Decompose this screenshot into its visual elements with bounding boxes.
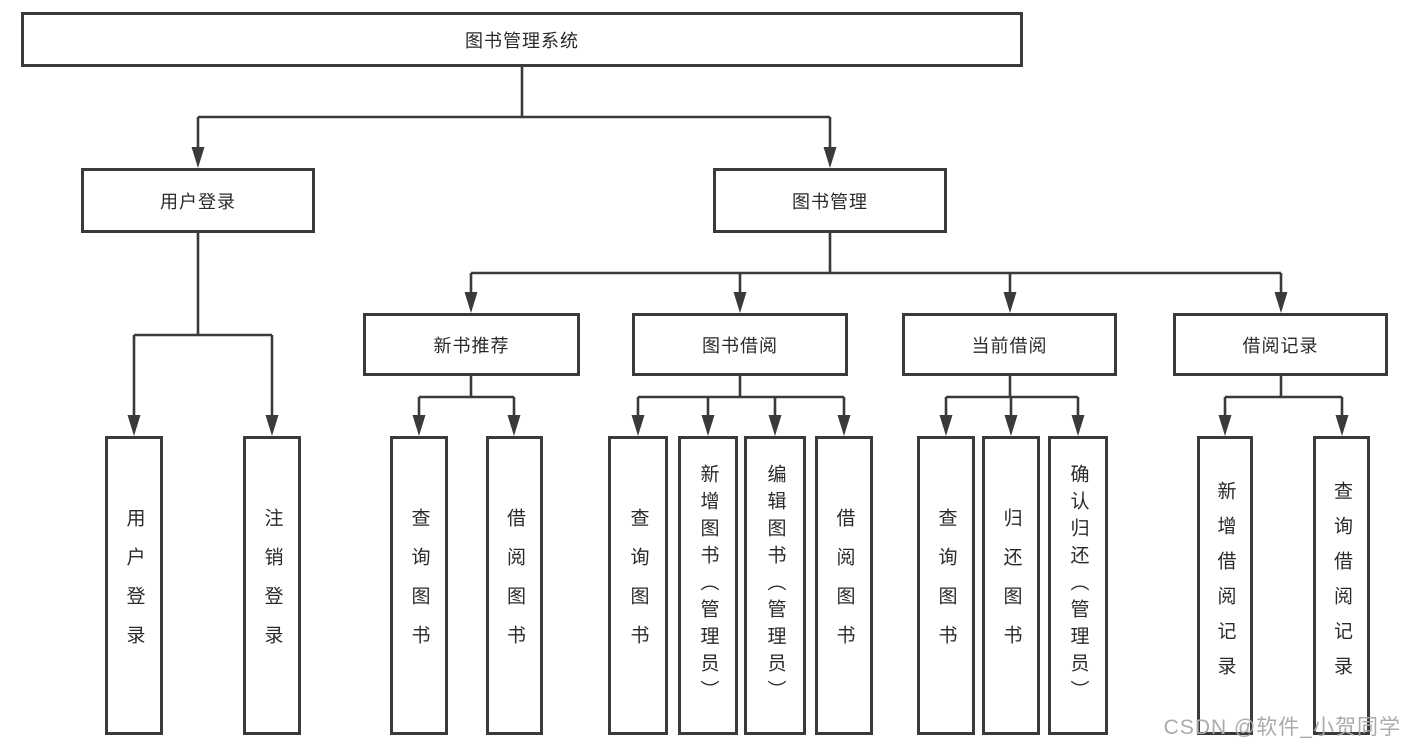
connector-root-to-level2 — [196, 67, 832, 150]
leaf-query-books-borrow: 查询图书 — [608, 436, 668, 735]
leaf-logout: 注销登录 — [243, 436, 301, 735]
connector-book-borrow-to-leaves — [636, 376, 846, 418]
leaf-user-login-label: 用户登录 — [123, 507, 145, 664]
leaf-query-books-current: 查询图书 — [917, 436, 975, 735]
arrowheads — [127, 147, 1349, 436]
node-book-borrow: 图书借阅 — [632, 313, 848, 376]
leaf-borrow-books-label: 借阅图书 — [833, 507, 855, 664]
leaf-edit-books-admin-label: 编辑图书（管理员） — [764, 464, 786, 707]
connector-user-login-to-leaves — [132, 233, 274, 418]
leaf-query-books-recommend-label: 查询图书 — [408, 507, 430, 664]
connector-new-books-to-leaves — [417, 376, 516, 418]
connector-borrow-records-to-leaves — [1223, 376, 1344, 418]
leaf-confirm-return-admin: 确认归还（管理员） — [1048, 436, 1108, 735]
node-borrow-records: 借阅记录 — [1173, 313, 1388, 376]
leaf-user-login: 用户登录 — [105, 436, 163, 735]
leaf-add-borrow-record-label: 新增借阅记录 — [1214, 480, 1236, 691]
node-user-login-label: 用户登录 — [160, 191, 236, 212]
node-new-book-recommend-label: 新书推荐 — [433, 335, 510, 356]
node-user-login: 用户登录 — [81, 168, 315, 233]
connector-current-borrow-to-leaves — [944, 376, 1080, 418]
node-current-borrow: 当前借阅 — [902, 313, 1117, 376]
node-root-label: 图书管理系统 — [465, 30, 579, 51]
node-new-book-recommend: 新书推荐 — [363, 313, 580, 376]
leaf-edit-books-admin: 编辑图书（管理员） — [744, 436, 806, 735]
leaf-add-borrow-record: 新增借阅记录 — [1197, 436, 1253, 735]
leaf-query-books-borrow-label: 查询图书 — [627, 507, 649, 664]
node-book-management: 图书管理 — [713, 168, 947, 233]
node-root-system: 图书管理系统 — [21, 12, 1023, 67]
node-book-management-label: 图书管理 — [792, 191, 868, 212]
leaf-query-borrow-record-label: 查询借阅记录 — [1331, 480, 1352, 691]
node-current-borrow-label: 当前借阅 — [971, 335, 1048, 356]
node-borrow-records-label: 借阅记录 — [1242, 335, 1319, 356]
leaf-return-books: 归还图书 — [982, 436, 1040, 735]
leaf-query-books-current-label: 查询图书 — [935, 507, 957, 664]
csdn-watermark: CSDN @软件_小贺同学 — [1163, 716, 1401, 739]
leaf-confirm-return-admin-label: 确认归还（管理员） — [1067, 464, 1089, 707]
leaf-logout-label: 注销登录 — [261, 507, 283, 664]
leaf-add-books-admin: 新增图书（管理员） — [678, 436, 738, 735]
leaf-return-books-label: 归还图书 — [1000, 507, 1022, 664]
leaf-add-books-admin-label: 新增图书（管理员） — [697, 464, 719, 707]
leaf-query-books-recommend: 查询图书 — [390, 436, 448, 735]
leaf-borrow-books: 借阅图书 — [815, 436, 873, 735]
node-book-borrow-label: 图书借阅 — [702, 335, 778, 356]
leaf-query-borrow-record: 查询借阅记录 — [1313, 436, 1370, 735]
connector-book-management-to-level3 — [469, 233, 1283, 295]
leaf-borrow-books-recommend: 借阅图书 — [486, 436, 543, 735]
leaf-borrow-books-recommend-label: 借阅图书 — [504, 507, 525, 664]
